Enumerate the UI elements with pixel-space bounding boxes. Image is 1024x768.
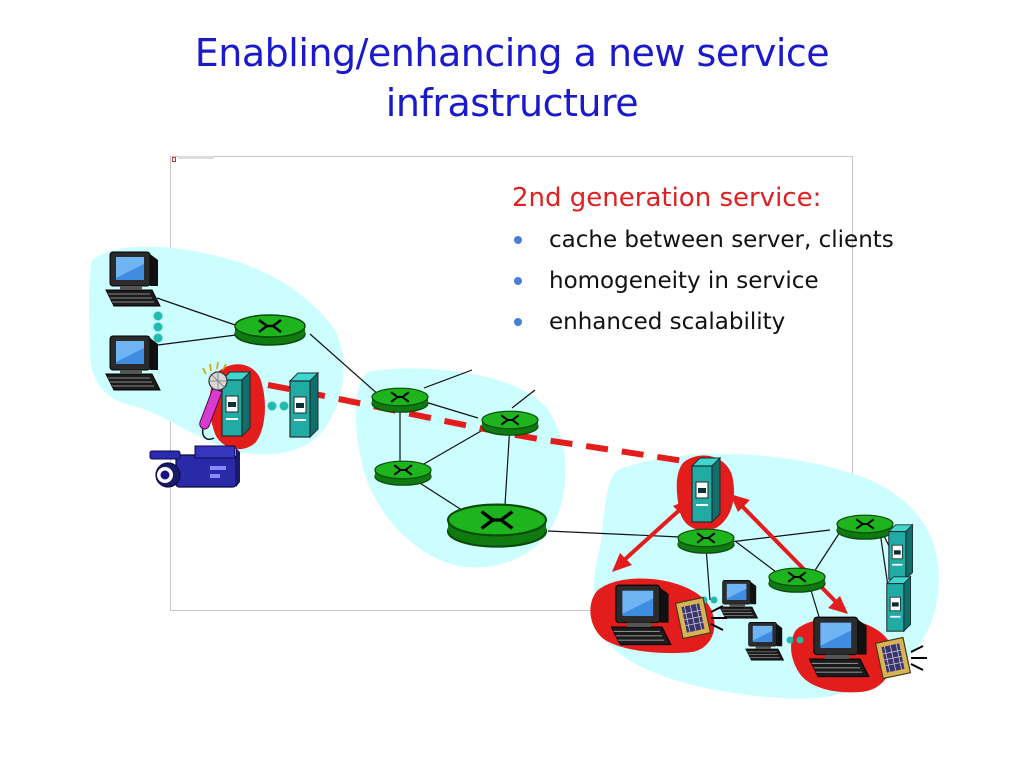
- slide-title: Enabling/enhancing a new service infrast…: [0, 28, 1024, 128]
- video-camera-icon: [149, 445, 240, 488]
- title-line-1: Enabling/enhancing a new service: [194, 31, 830, 75]
- router-backbone: [446, 502, 548, 549]
- panel-heading: 2nd generation service:: [512, 183, 822, 213]
- bullet-item: homogeneity in service: [512, 261, 982, 302]
- frame-caption-smudge: [178, 156, 214, 159]
- router-core-1: [371, 387, 429, 414]
- client-computer-2: [105, 335, 161, 391]
- client-computer-5: [745, 622, 784, 661]
- frame-marker: [172, 157, 176, 162]
- cache-server-right-2: [886, 576, 912, 632]
- client-computer-1: [105, 251, 161, 307]
- cache-server: [691, 457, 721, 523]
- microphone-icon: [199, 361, 228, 440]
- router-core-3: [374, 460, 432, 487]
- client-computer-6: [808, 616, 870, 678]
- bullet-item: cache between server, clients: [512, 220, 982, 261]
- network-links: [156, 297, 891, 621]
- server-left: [289, 372, 319, 438]
- router-right-3: [768, 567, 826, 594]
- bullet-dot-icon: [514, 236, 522, 244]
- bullet-text: enhanced scalability: [549, 309, 786, 335]
- bullet-item: enhanced scalability: [512, 302, 982, 343]
- bullet-text: homogeneity in service: [549, 268, 819, 294]
- service-panel: 2nd generation service: cache between se…: [512, 180, 982, 343]
- bullet-dot-icon: [514, 318, 522, 326]
- router-core-2: [481, 410, 539, 437]
- cache-server-right-1: [888, 524, 914, 580]
- client-computer-4: [719, 580, 758, 619]
- content-flow-dashes: [267, 382, 691, 465]
- router-right-2: [836, 514, 894, 541]
- bullet-text: cache between server, clients: [549, 227, 894, 253]
- title-line-2: infrastructure: [385, 81, 639, 125]
- bullet-list: cache between server, clients homogeneit…: [512, 220, 982, 343]
- continuation-dots: [153, 311, 804, 644]
- router-left: [233, 313, 307, 347]
- router-right-1: [677, 528, 735, 555]
- client-computer-3: [610, 584, 672, 646]
- bullet-dot-icon: [514, 277, 522, 285]
